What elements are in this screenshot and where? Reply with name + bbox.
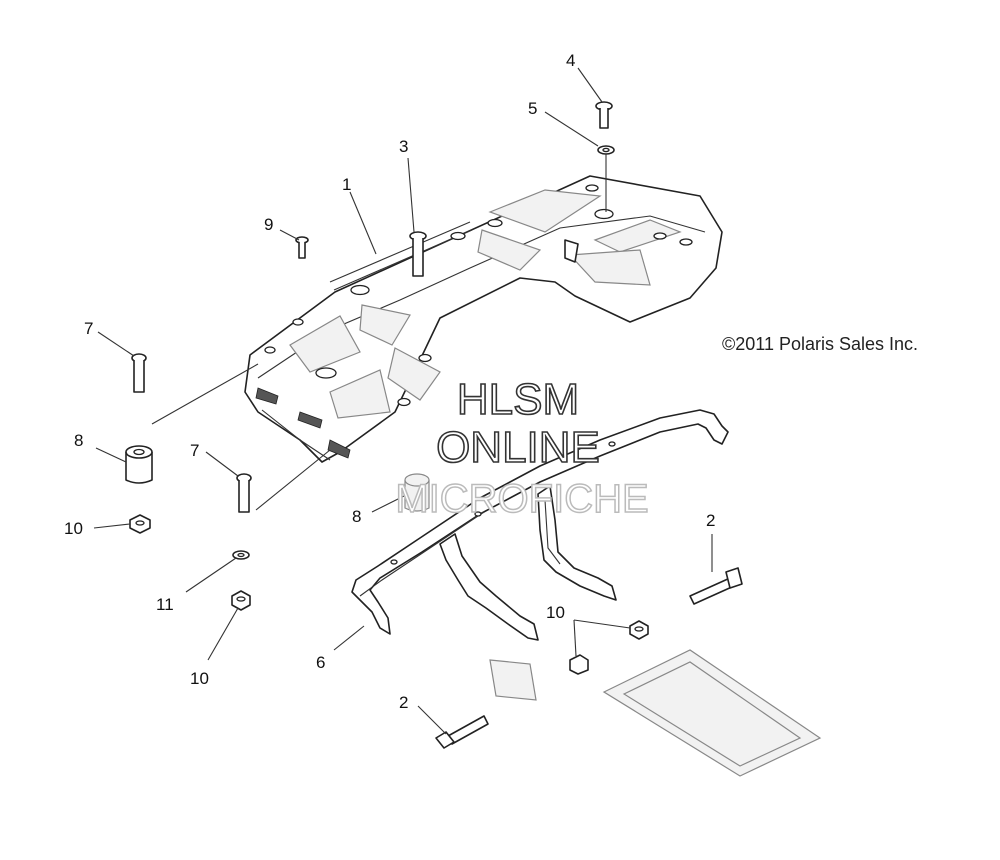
watermark-line-1: HLSM: [457, 375, 579, 424]
callout-4: 4: [566, 51, 575, 70]
callout-6: 6: [316, 653, 325, 672]
washer-11-part: [232, 550, 250, 560]
bolt-7-left-part: [131, 353, 147, 393]
callout-10-left: 10: [64, 519, 83, 538]
callout-3: 3: [399, 137, 408, 156]
leader-lines: [93, 67, 713, 735]
nut-10-right-part: [569, 620, 649, 675]
rack-support-frame-part: [351, 409, 729, 641]
callout-labels: 1 2 2 3 4 5 6 7 7 8 8 9 10 10 10 11: [64, 51, 715, 712]
watermark: HLSM ONLINE MICROFICHE: [395, 374, 650, 522]
bolt-3-part: [409, 231, 427, 277]
callout-2-lower: 2: [399, 693, 408, 712]
callout-10-lower: 10: [190, 669, 209, 688]
bolt-2-lower-part: [435, 715, 489, 749]
bolt-4-part: [595, 101, 613, 129]
callout-8-center: 8: [352, 507, 361, 526]
callout-9: 9: [264, 215, 273, 234]
reference-bracket-part: [489, 659, 537, 701]
copyright-notice: ©2011 Polaris Sales Inc.: [722, 334, 918, 354]
washer-5-part: [597, 145, 615, 155]
bolt-7-center-part: [236, 473, 252, 513]
nut-10-left-part: [129, 514, 151, 534]
reference-frame-part: [602, 649, 822, 777]
callout-1: 1: [342, 175, 351, 194]
bolt-9-part: [295, 236, 309, 259]
callout-8-left: 8: [74, 431, 83, 450]
watermark-line-3: MICROFICHE: [395, 477, 648, 521]
callout-11: 11: [156, 595, 174, 614]
rear-rack-part: [244, 175, 723, 463]
callout-5: 5: [528, 99, 537, 118]
nut-10-lower-part: [231, 590, 251, 611]
watermark-line-2: ONLINE: [436, 423, 600, 472]
bolt-2-right-part: [689, 567, 743, 605]
callout-7-left: 7: [84, 319, 93, 338]
spacer-8-left-part: [125, 445, 153, 484]
callout-7-center: 7: [190, 441, 199, 460]
spacer-8-center-part: [404, 473, 430, 512]
callout-10-right: 10: [546, 603, 565, 622]
callout-2-right: 2: [706, 511, 715, 530]
